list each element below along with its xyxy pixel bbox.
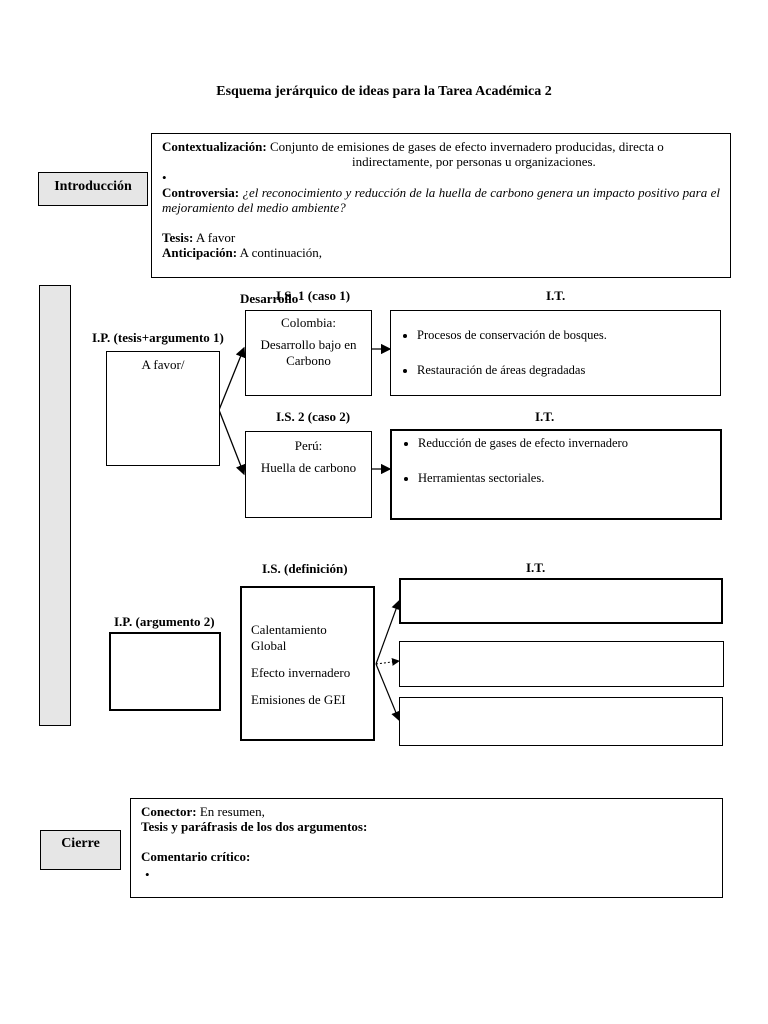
is3-item: Efecto invernadero [251,665,351,680]
it2-item: Reducción de gases de efecto invernadero [418,436,720,451]
contextualizacion-label: Contextualización: [162,139,267,154]
cierre-tesis-label: Tesis y paráfrasis de los dos argumentos… [141,819,368,834]
intro-side-label-box: Introducción [38,172,148,206]
is3-label: I.S. (definición) [262,561,348,576]
anticipacion-label: Anticipación: [162,245,238,260]
tesis-line: Tesis: A favor [162,230,720,245]
is2-box: Perú: Huella de carbono [245,431,372,518]
ip1-box: A favor/ [106,351,220,466]
ip2-box [109,632,221,711]
is1-box: Colombia: Desarrollo bajo en Carbono [245,310,372,396]
it2-label: I.T. [535,409,555,424]
it3-box-1 [399,578,723,624]
tesis-label: Tesis: [162,230,194,245]
is1-line1: Colombia: [281,315,336,330]
conector-label: Conector: [141,804,197,819]
it3-box-2 [399,641,724,687]
arrow-ip1-to-is2 [218,409,246,476]
conector-text: En resumen, [199,804,265,819]
page-title: Esquema jerárquico de ideas para la Tare… [216,84,552,99]
controversia-line: Controversia: ¿el reconocimiento y reduc… [162,185,720,215]
anticipacion-line: Anticipación: A continuación, [162,245,720,260]
controversia-label: Controversia: [162,185,240,200]
arrow-is3-to-it3a [375,599,401,665]
it2-item: Herramientas sectoriales. [418,471,720,486]
is1-line2: Desarrollo bajo en Carbono [260,337,357,368]
arrow-ip1-to-is1 [218,346,246,411]
it2-box: Reducción de gases de efecto invernadero… [390,429,722,520]
cierre-side-label: Cierre [61,836,100,851]
anticipacion-text: A continuación, [239,245,322,260]
conector-line: Conector: En resumen, [141,804,712,819]
is2-line2: Huella de carbono [260,460,357,475]
intro-box: Contextualización: Conjunto de emisiones… [151,133,731,278]
ip1-label: I.P. (tesis+argumento 1) [92,330,224,345]
contextualizacion-line: Contextualización: Conjunto de emisiones… [162,139,720,154]
it1-item: Restauración de áreas degradadas [417,363,720,378]
is3-box: Calentamiento Global Efecto invernadero … [240,586,375,741]
contextualizacion-text-2: indirectamente, por personas u organizac… [352,154,596,169]
is3-item: Emisiones de GEI [251,692,346,707]
is1-label: I.S. 1 (caso 1) [276,288,351,303]
intro-side-label: Introducción [54,179,132,194]
tesis-text: A favor [195,230,236,245]
is2-label: I.S. 2 (caso 2) [276,409,351,424]
contextualizacion-text-1: Conjunto de emisiones de gases de efecto… [269,139,664,154]
comentario-label: Comentario crítico: [141,849,251,864]
is3-item: Calentamiento Global [251,622,327,653]
it1-label: I.T. [546,288,566,303]
cierre-box: Conector: En resumen, Tesis y paráfrasis… [130,798,723,898]
desarrollo-side-bar [39,285,71,726]
it3-box-3 [399,697,723,746]
controversia-text: ¿el reconocimiento y reducción de la hue… [162,185,721,215]
arrow-is3-to-it3b [375,657,400,666]
cierre-bullet: • [145,867,150,882]
desarrollo-label: Desarrollo [240,291,299,306]
is2-line1: Perú: [294,438,323,453]
arrow-is3-to-it3c [375,663,401,722]
intro-bullet: • [162,170,167,185]
ip2-label: I.P. (argumento 2) [114,614,215,629]
cierre-side-label-box: Cierre [40,830,121,870]
ip1-text: A favor/ [141,357,185,372]
it1-box: Procesos de conservación de bosques. Res… [390,310,721,396]
it1-item: Procesos de conservación de bosques. [417,328,720,343]
it3-label: I.T. [526,560,546,575]
